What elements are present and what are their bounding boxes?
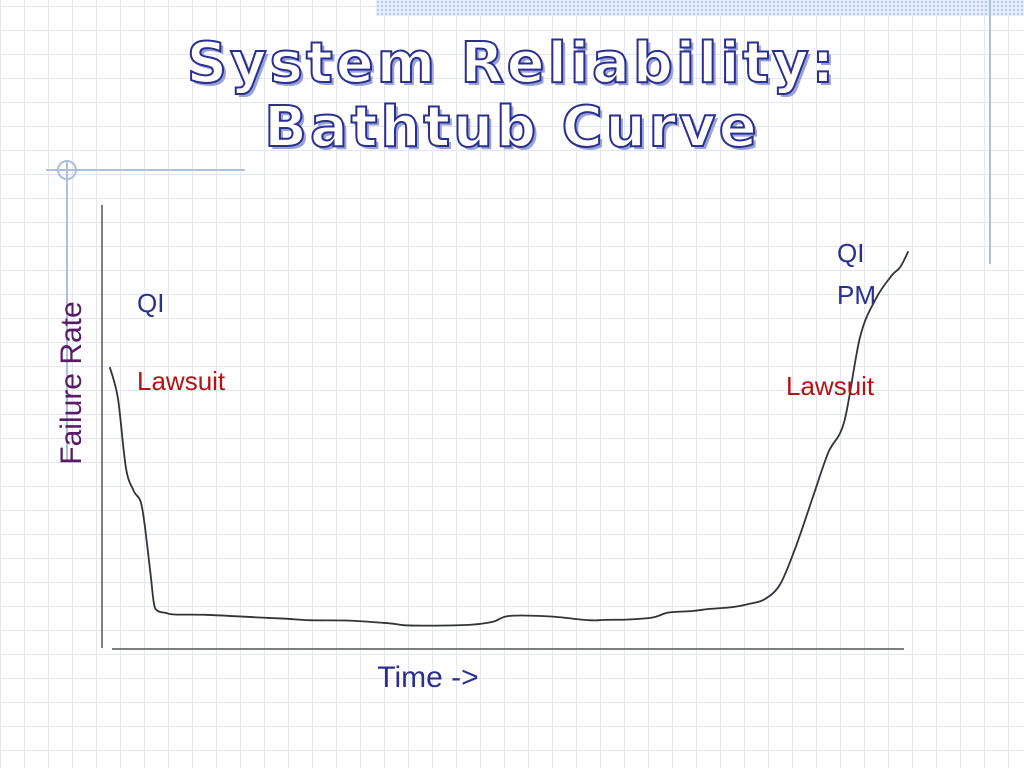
- annotation-right-pm: PM: [837, 280, 876, 310]
- bathtub-curve-line: [109, 251, 909, 627]
- y-axis-label: Failure Rate: [55, 301, 88, 465]
- title-line-2: Bathtub Curve: [263, 95, 760, 161]
- decorative-circle: [57, 160, 77, 180]
- annotation-right-qi: QI: [837, 238, 865, 268]
- decorative-vertical-line: [989, 0, 991, 264]
- title-decoration-band: [376, 0, 1024, 16]
- x-axis-label: Time ->: [377, 661, 479, 694]
- annotation-right-lawsuit: Lawsuit: [786, 371, 875, 401]
- title-line-1: System Reliability:: [186, 31, 838, 97]
- page-title: System Reliability: Bathtub Curve: [0, 31, 1024, 161]
- annotation-left-qi: QI: [137, 288, 165, 318]
- annotation-left-lawsuit: Lawsuit: [137, 366, 226, 396]
